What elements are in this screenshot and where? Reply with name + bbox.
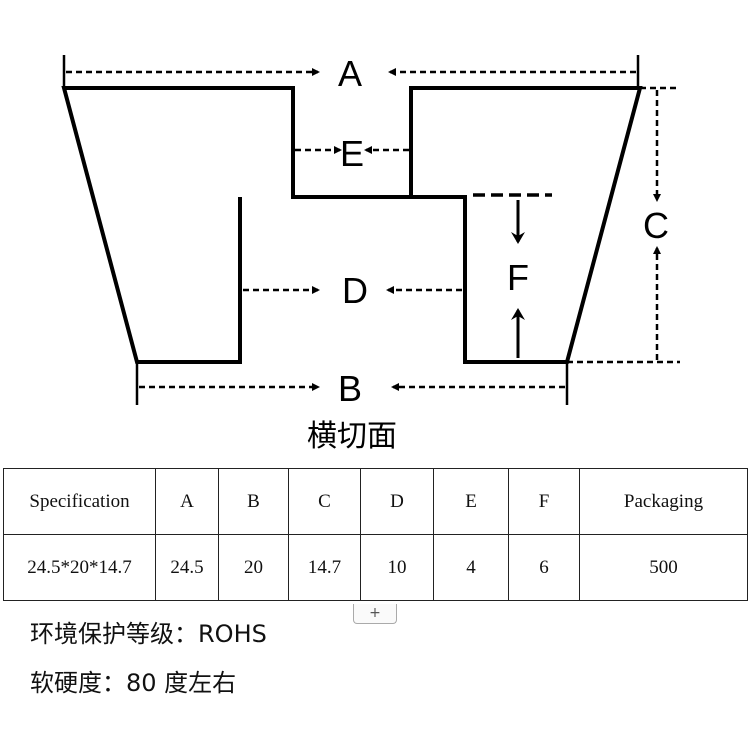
table-cell: 14.7 <box>288 534 361 601</box>
diagram-caption: 横切面 <box>307 419 397 454</box>
table-cell: 500 <box>579 534 748 601</box>
add-row-button[interactable]: + <box>353 604 397 624</box>
header-cell: E <box>433 468 509 535</box>
header-cell: Specification <box>3 468 156 535</box>
header-cell: A <box>155 468 219 535</box>
table-cell: 10 <box>360 534 434 601</box>
label-f: F <box>507 257 529 298</box>
cross-section-diagram: A E D B C F 横切面 <box>61 53 680 454</box>
table-row: 24.5*20*14.7 24.5 20 14.7 10 4 6 500 <box>3 534 748 601</box>
hardness-note: 软硬度：80 度左右 <box>30 669 237 697</box>
header-cell: B <box>218 468 289 535</box>
header-cell: F <box>508 468 580 535</box>
table-cell: 24.5*20*14.7 <box>3 534 156 601</box>
label-c: C <box>643 205 669 246</box>
profile-outline <box>61 86 643 364</box>
table-cell: 24.5 <box>155 534 219 601</box>
table-cell: 4 <box>433 534 509 601</box>
spec-table: Specification A B C D E F Packaging 24.5… <box>3 468 748 601</box>
environment-note: 环境保护等级：ROHS <box>30 620 267 648</box>
label-e: E <box>340 133 364 174</box>
label-b: B <box>338 368 362 409</box>
header-cell: Packaging <box>579 468 748 535</box>
header-cell: C <box>288 468 361 535</box>
table-cell: 20 <box>218 534 289 601</box>
header-cell: D <box>360 468 434 535</box>
table-header-row: Specification A B C D E F Packaging <box>3 468 748 535</box>
table-cell: 6 <box>508 534 580 601</box>
label-a: A <box>338 53 362 94</box>
label-d: D <box>342 270 368 311</box>
